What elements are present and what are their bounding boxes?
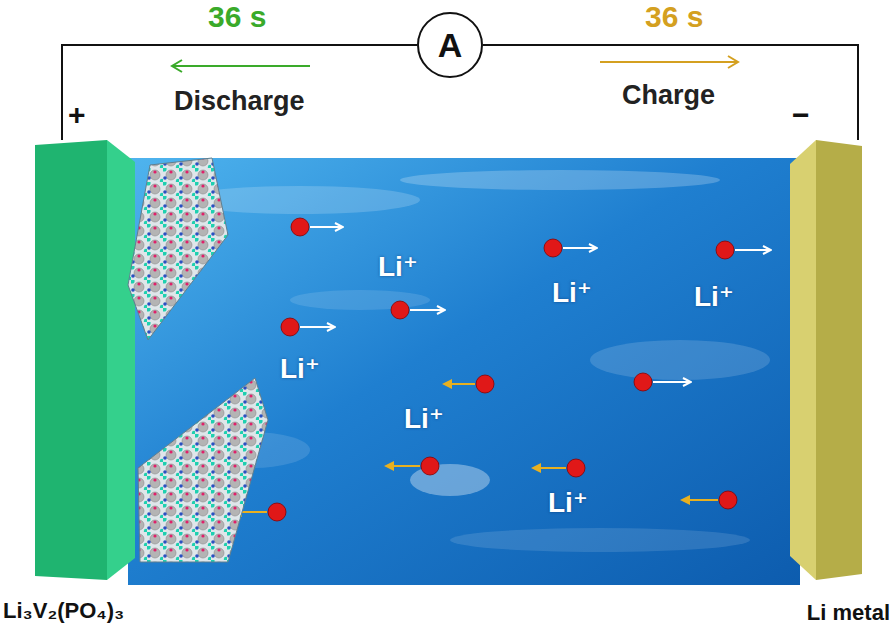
cathode-electrode: +Li₃V₂(PO₄)₃ — [35, 140, 135, 580]
charge-ion-arrows — [300, 227, 770, 382]
anode-shape — [790, 140, 862, 580]
electrode-label: Li₃V₂(PO₄)₃ — [3, 598, 124, 624]
process-label: Charge — [622, 80, 715, 111]
ion-label: Li⁺ — [548, 486, 588, 519]
lithium-ions — [268, 218, 737, 521]
water-ripples — [180, 170, 770, 552]
time-label: 36 s — [645, 0, 703, 34]
polarity-sign: − — [792, 98, 810, 132]
ammeter-symbol: A — [417, 12, 483, 78]
crystal-structure — [138, 378, 268, 562]
ion-label: Li⁺ — [694, 280, 734, 313]
polarity-sign: + — [68, 98, 86, 132]
circuit-wire — [62, 45, 417, 140]
ion-label: Li⁺ — [378, 250, 418, 283]
circuit-wire — [483, 45, 858, 140]
ion-label: Li⁺ — [280, 352, 320, 385]
electrolyte — [128, 158, 800, 585]
process-label: Discharge — [174, 86, 305, 117]
electrode-label: Li metal — [807, 600, 890, 626]
cathode-shape — [35, 140, 135, 580]
discharge-ion-arrows — [234, 384, 718, 512]
ion-label: Li⁺ — [552, 276, 592, 309]
anode-electrode: −Li metal — [790, 140, 862, 580]
ammeter-letter: A — [438, 26, 463, 65]
ion-label: Li⁺ — [404, 402, 444, 435]
time-label: 36 s — [208, 0, 266, 34]
crystal-structure — [128, 158, 228, 340]
